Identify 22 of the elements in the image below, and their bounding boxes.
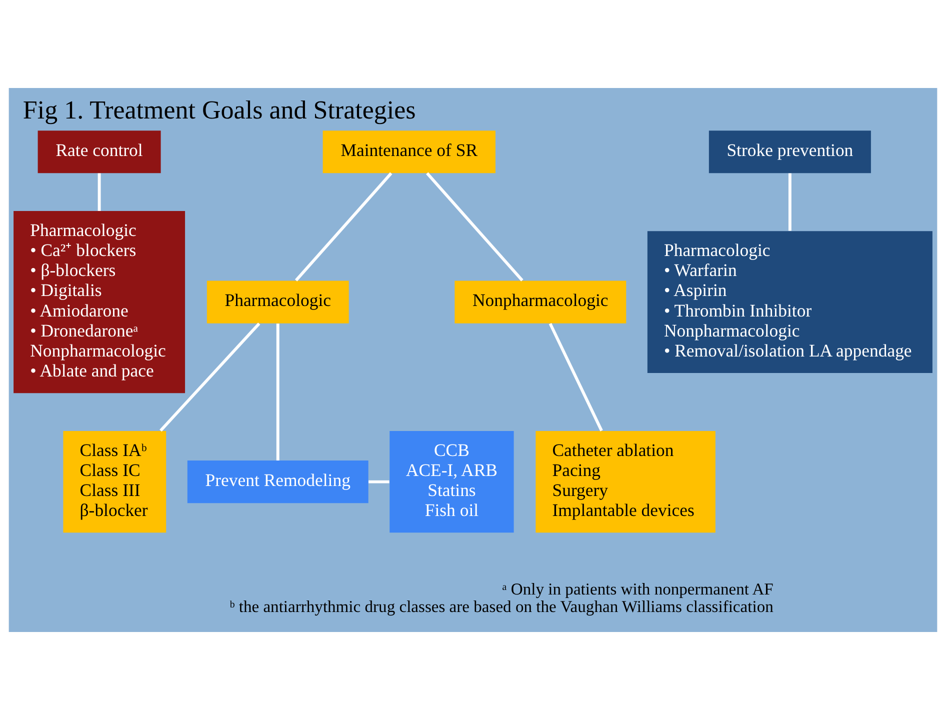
node-box: Pharmacologic • Ca²⁺ blockers • β-blockers • Digitalis • Amiodarone • Dronedaroneᵃ Nonpharmacologic • Ablate and pace	[14, 211, 186, 394]
node-box: Rate control	[38, 130, 161, 174]
connector	[426, 172, 524, 282]
connector	[294, 172, 392, 282]
node-box: Pharmacologic • Warfarin • Aspirin • Thrombin Inhibitor Nonpharmacologic • Removal/isolation LA appendage	[647, 231, 932, 373]
node-box: Stroke prevention	[708, 130, 871, 174]
label: ᵃ Only in patients with nonpermanent AF	[502, 579, 774, 598]
node-box: Maintenance of SR	[322, 130, 496, 174]
node-box: Class IAᵇ Class IC Class III β-blocker	[63, 430, 166, 533]
connector	[788, 173, 792, 231]
node-box: CCB ACE-I, ARB Statins Fish oil	[390, 430, 514, 533]
label: ᵇ the antiarrhythmic drug classes are based on the Vaughan Williams classification	[230, 597, 774, 616]
diagram-title: Fig 1. Treatment Goals and Strategies	[22, 95, 416, 124]
connector	[98, 173, 101, 211]
connector	[160, 322, 260, 432]
node-box: Pharmacologic	[206, 280, 349, 324]
connector	[368, 480, 390, 484]
connector	[276, 324, 280, 460]
connector	[548, 322, 603, 432]
node-box: Prevent Remodeling	[187, 460, 368, 504]
node-box: Nonpharmacologic	[454, 280, 626, 324]
node-box: Catheter ablation Pacing Surgery Implantable devices	[536, 430, 716, 533]
